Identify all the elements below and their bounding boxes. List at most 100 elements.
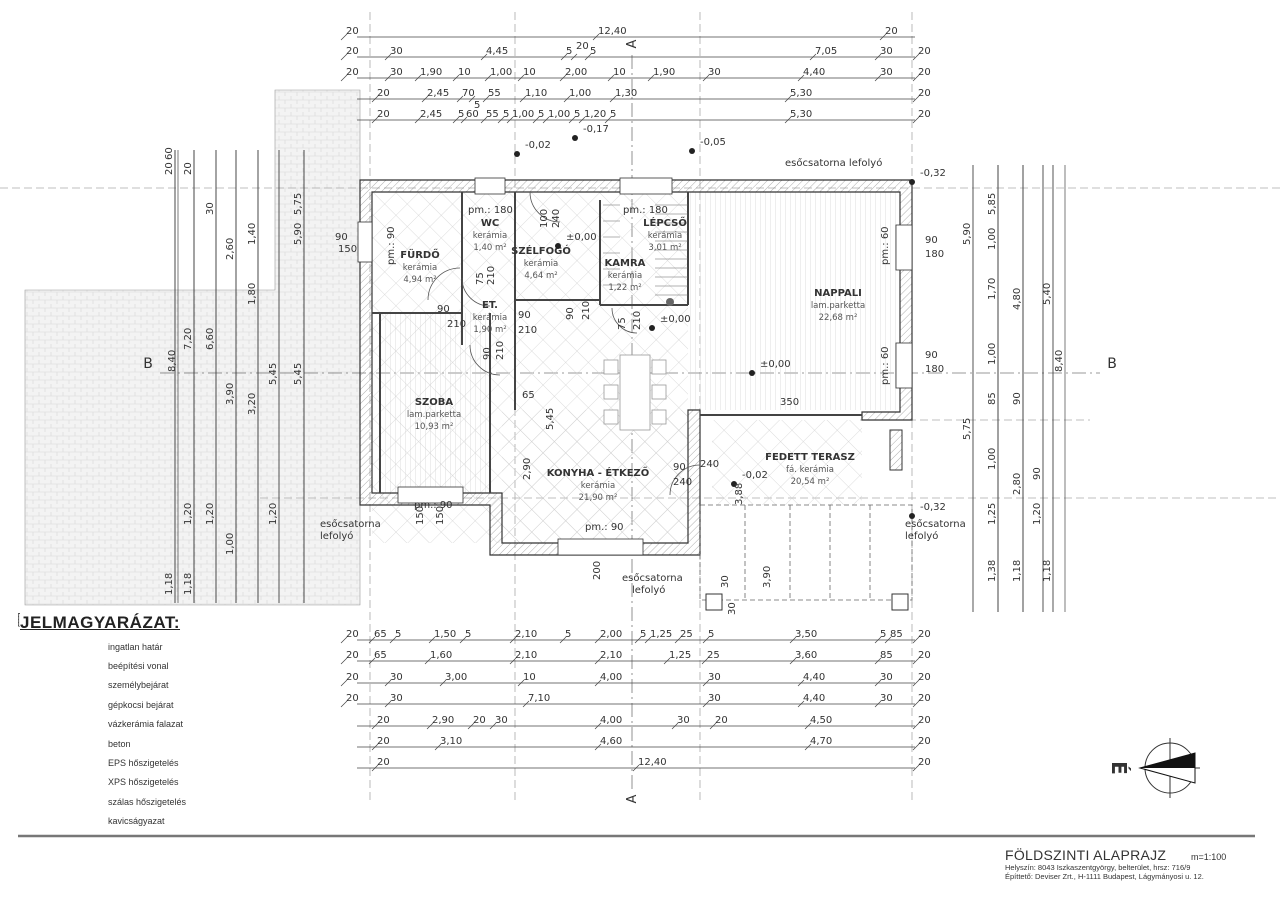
dimension-label: 5	[538, 109, 544, 120]
dimension-tick	[912, 700, 920, 708]
dimension-tick	[460, 116, 468, 124]
dimension-label: 20	[377, 88, 390, 99]
dimension-tick	[371, 116, 379, 124]
annotation: 3,90	[762, 566, 773, 588]
room-area: 1,22 m²	[608, 283, 641, 293]
dimension-tick	[594, 722, 602, 730]
dimension-tick	[522, 700, 530, 708]
title-block: FÖLDSZINTI ALAPRAJZ m=1:100 Helyszín: 80…	[1005, 847, 1265, 881]
dimension-label: 20	[576, 41, 589, 52]
dimension-label: 5	[640, 629, 646, 640]
dimension-label: 10	[523, 672, 536, 683]
windows	[357, 177, 913, 556]
annotation: 150	[435, 506, 446, 525]
room-floor: kerámia	[608, 271, 642, 281]
dimension-tick	[702, 74, 710, 82]
dimension-label: 4,00	[600, 715, 622, 726]
dimension-label: 5	[708, 629, 714, 640]
dimension-tick	[368, 636, 376, 644]
legend-item: kavicságyazat	[18, 613, 258, 831]
dimension-label: 5	[565, 629, 571, 640]
dimension-label: 5,40	[1042, 283, 1053, 305]
dimension-label: 1,70	[987, 278, 998, 300]
interior-walls	[372, 192, 862, 493]
dimension-tick	[584, 53, 592, 61]
annotation: 200	[592, 561, 603, 580]
room-floor: lam.parketta	[407, 410, 461, 420]
dimension-label: 1,18	[1012, 560, 1023, 582]
room-name: SZÉLFOGÓ	[511, 244, 571, 257]
dimension-label: 20	[918, 46, 931, 57]
dimension-label: 20	[918, 629, 931, 640]
dimension-tick	[570, 53, 578, 61]
dimension-label: 7,05	[815, 46, 837, 57]
dimension-label: 30	[390, 672, 403, 683]
dimension-label: 2,00	[600, 629, 622, 640]
section-marker-b-right: B	[1107, 356, 1117, 372]
annotation: 240	[673, 477, 692, 488]
dimension-tick	[426, 722, 434, 730]
dimension-tick	[701, 657, 709, 665]
dimension-label: 5,45	[268, 363, 279, 385]
dimension-label: 8,40	[167, 350, 178, 372]
legend-item: ingatlan határ	[18, 615, 258, 656]
dimension-label: 20	[918, 109, 931, 120]
dimension-tick	[789, 657, 797, 665]
legend-label: személybejárat	[108, 680, 169, 691]
dimension-label: 12,40	[638, 757, 667, 768]
annotation: 210	[581, 301, 592, 320]
dimension-tick	[467, 722, 475, 730]
dimension-label: 5,45	[293, 363, 304, 385]
room-name: FEDETT TERASZ	[765, 452, 855, 463]
dimension-tick	[874, 700, 882, 708]
room-floors	[372, 192, 900, 543]
dimension-tick	[592, 33, 600, 41]
dimension-label: 5,90	[962, 223, 973, 245]
dimension-label: 1,40	[247, 223, 258, 245]
dimension-label: 25	[680, 629, 693, 640]
level-marker-icon	[689, 148, 695, 154]
dimension-tick	[480, 116, 488, 124]
level-label: ±0,00	[566, 232, 597, 243]
dimension-label: 10	[458, 67, 471, 78]
dimension-tick	[506, 116, 514, 124]
annotation: 90	[925, 235, 938, 246]
dimension-tick	[797, 679, 805, 687]
dimension-label: 85	[890, 629, 903, 640]
dimension-label: 4,40	[803, 67, 825, 78]
dimension-label: 1,50	[434, 629, 456, 640]
dimension-label: 10	[523, 67, 536, 78]
dimension-label: 55	[488, 88, 501, 99]
dimension-label: 2,45	[427, 88, 449, 99]
dimension-tick	[674, 636, 682, 644]
level-label: -0,17	[583, 124, 609, 135]
room-floor: kerámia	[473, 231, 507, 241]
annotation: 210	[486, 266, 497, 285]
dimension-label: 5,85	[987, 193, 998, 215]
legend-label: beton	[108, 738, 131, 749]
dimension-label: 1,00	[987, 228, 998, 250]
dimension-tick	[912, 722, 920, 730]
dimension-label: 20	[346, 693, 359, 704]
annotation: 90	[565, 307, 576, 320]
dimension-label: 1,38	[987, 560, 998, 582]
dimension-label: 3,90	[225, 383, 236, 405]
level-marker-icon	[909, 513, 915, 519]
dimension-label: 30	[708, 693, 721, 704]
dimension-label: 20	[377, 109, 390, 120]
dimension-tick	[594, 657, 602, 665]
room-area: 10,93 m²	[415, 422, 454, 432]
dimension-tick	[384, 700, 392, 708]
dimension-label: 4,80	[1012, 288, 1023, 310]
dimension-label: 3,60	[795, 650, 817, 661]
dimension-tick	[559, 636, 567, 644]
annotation: pm.: 90	[585, 522, 624, 533]
dimension-tick	[340, 679, 348, 687]
dimension-label: 4,00	[600, 672, 622, 683]
dimension-tick	[797, 74, 805, 82]
annotation: 75	[475, 272, 486, 285]
dimension-label: 1,20	[584, 109, 606, 120]
dimension-label: 4,40	[803, 672, 825, 683]
legend-item: személybejárat	[18, 613, 258, 695]
